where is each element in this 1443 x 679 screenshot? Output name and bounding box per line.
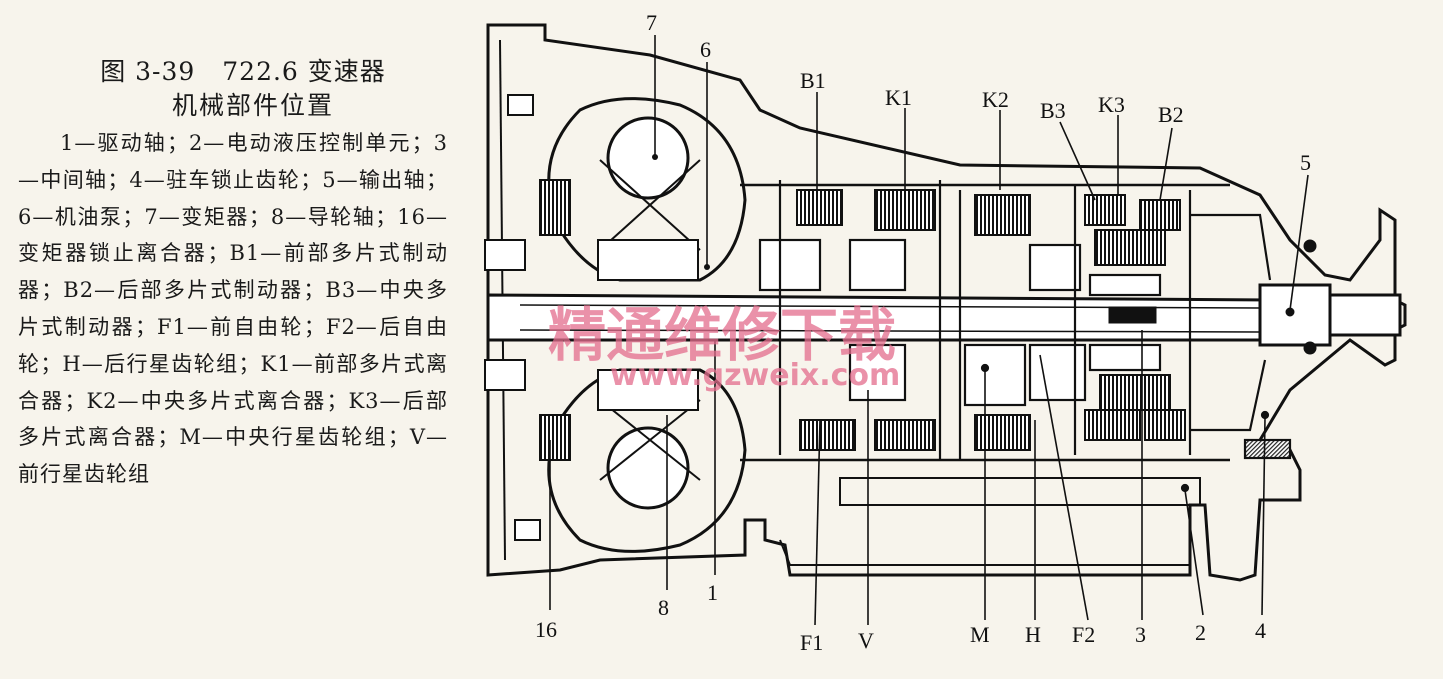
figure-title-text: 722.6 变速器 <box>222 57 386 86</box>
clutch-b3-lower <box>1084 409 1141 441</box>
clutch-b2-lower <box>1144 409 1186 441</box>
planetary-gear-sets <box>740 180 1292 493</box>
callout-labels: 7 6 B1 K1 K2 B3 K3 B2 5 16 8 1 F1 V M H … <box>535 10 1311 655</box>
label-2: 2 <box>1195 620 1206 645</box>
label-b3: B3 <box>1040 98 1066 123</box>
clutch-k3-lower <box>1099 374 1171 411</box>
label-1: 1 <box>707 580 718 605</box>
clutch-packs <box>796 189 1186 451</box>
label-m: M <box>970 622 990 647</box>
clutch-k2-upper <box>974 194 1031 236</box>
clutch-b3-upper <box>1084 194 1126 226</box>
label-16: 16 <box>535 617 557 642</box>
torque-converter <box>547 97 747 553</box>
shafts <box>486 239 1402 355</box>
watermark-text: 精通维修下载 <box>548 301 896 369</box>
label-f2: F2 <box>1072 622 1095 647</box>
label-4: 4 <box>1255 618 1266 643</box>
leader-lines <box>549 35 1309 626</box>
bell-housing-bolts <box>484 94 541 541</box>
figure-legend: 1—驱动轴；2—电动液压控制单元；3—中间轴；4—驻车锁止齿轮；5—输出轴；6—… <box>18 131 448 487</box>
clutch-k3-upper <box>1094 229 1166 266</box>
clutch-b1-upper <box>796 189 843 226</box>
transmission-cross-section: 7 6 B1 K1 K2 B3 K3 B2 5 16 8 1 F1 V M H … <box>484 10 1407 655</box>
label-f1: F1 <box>800 630 823 655</box>
clutch-b2-upper <box>1139 199 1181 231</box>
clutch-k1-lower <box>874 419 936 451</box>
label-b2: B2 <box>1158 102 1184 127</box>
watermark-url: www.gzweix.com <box>610 358 900 393</box>
label-k3: K3 <box>1098 92 1125 117</box>
label-b1: B1 <box>800 68 826 93</box>
torque-converter-marker-7 <box>652 154 658 160</box>
label-3: 3 <box>1135 622 1146 647</box>
lockup-clutch <box>539 179 571 461</box>
label-6: 6 <box>700 37 711 62</box>
figure-caption: 图 3-39 722.6 变速器 机械部件位置 1—驱动轴；2—电动液压控制单元… <box>18 55 448 493</box>
label-7: 7 <box>646 10 657 35</box>
watermark: 精通维修下载 www.gzweix.com <box>548 301 900 393</box>
label-k2: K2 <box>982 87 1009 112</box>
label-h: H <box>1025 622 1041 647</box>
label-v: V <box>858 628 874 653</box>
label-5: 5 <box>1300 150 1311 175</box>
figure-subtitle: 机械部件位置 <box>171 91 334 120</box>
label-8: 8 <box>658 595 669 620</box>
clutch-k1-upper <box>874 189 936 231</box>
figure-title: 图 3-39 722.6 变速器 <box>18 55 448 89</box>
label-k1: K1 <box>885 85 912 110</box>
oil-pump-marker-6 <box>704 264 710 270</box>
figure-number: 图 3-39 <box>100 57 196 86</box>
transmission-housing <box>486 23 1407 582</box>
clutch-k2-lower <box>974 414 1031 451</box>
clutch-b1-lower <box>799 419 856 451</box>
